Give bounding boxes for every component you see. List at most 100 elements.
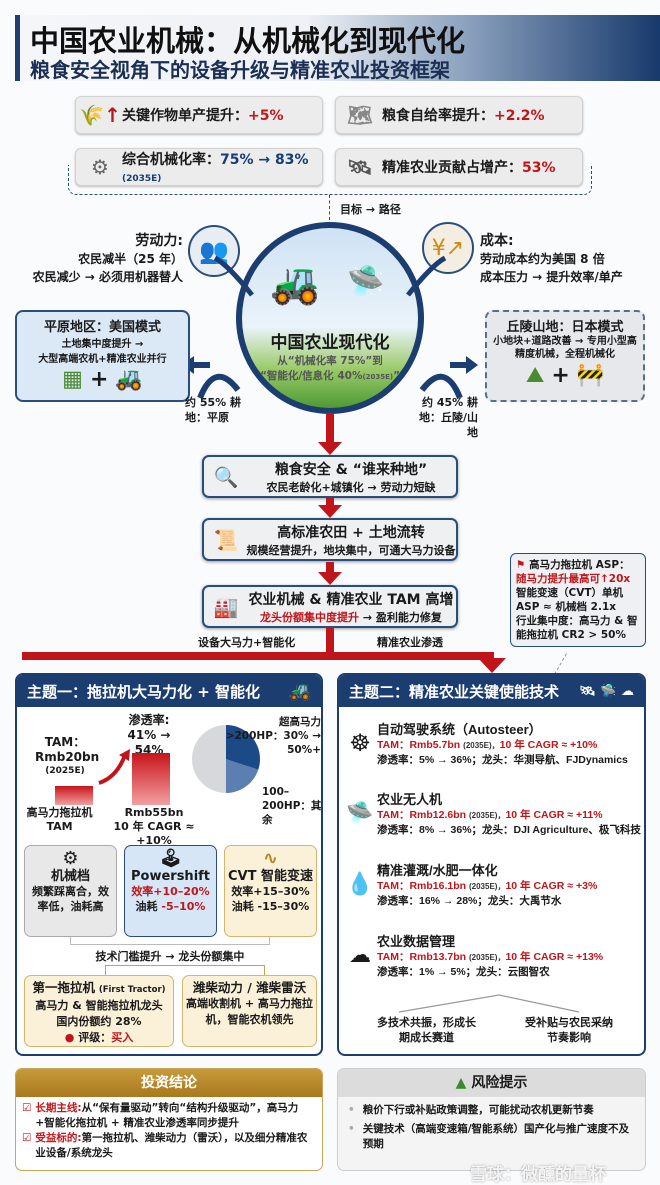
tech-card-cvt: ∿ CVT 智能变速 效率+15–30% 油耗 -15–30% [224,845,317,937]
check-icon: ☑ [22,1132,32,1144]
asp-note-box: ⚑ 高马力拖拉机 ASP：随马力提升最高可↑20x 智能变速（CVT）单机 AS… [510,553,646,647]
company-card-first-tractor: 第一拖拉机 (First Tractor) 高马力 & 智能拖拉机龙头 国内份额… [24,975,174,1047]
item-title: 农业数据管理 [377,933,456,949]
company-title: 第一拖拉机 [32,980,95,995]
china-map-icon: 🗺 [347,103,373,127]
kpi-label: 粮食自给率提升： [382,108,494,124]
invest-text1: 从“保有量驱动”转向“结构升级驱动”，高马力+智能化拖拉机 + 精准农业渗透率同… [35,1102,299,1129]
company-line1: 高端收割机 + 高马力拖拉机，智能农机领先 [186,997,313,1026]
tech-desc2: 油耗 -15–30% [231,900,310,913]
arrow-down-icon [318,572,342,585]
tech-desc: 效率+10–20% [131,885,210,898]
labor-block: 劳动力: 农民减半（25 年） 农民减少 → 必须用机器替人 [25,232,183,286]
kpi-self-sufficiency: 🗺 粮食自给率提升：+2.2% [335,96,583,134]
flow-tam: 🏭 农业机械 & 精准农业 TAM 高增龙头份额集中度提升 → 盈利能力修复 [202,585,458,628]
tam-label: TAM：Rmb20bn(2025E) [35,735,99,777]
header-banner: 中国农业机械：从机械化到现代化 粮食安全视角下的设备升级与精准农业投资框架 [15,15,660,82]
flow-title: 农业机械 & 精准农业 TAM 高增 [248,591,454,608]
item-cagr: 10 年 CAGR ≈ +11% [505,808,603,821]
theme2-note-synergy: 多技术共振，形成长期成长赛道 [377,1016,476,1044]
invest-key1: 长期主线: [35,1102,82,1114]
flow-desc: 农民老龄化+城镇化 → 劳动力短缺 [266,480,436,494]
flow-title: 高标准农田 + 土地流转 [277,524,425,541]
rating-value: 买入 [111,1031,134,1044]
tech-item-irrigation: 💧 精准灌溉/水肥一体化 TAM：Rmb16.1bn (2035E)，10 年 … [344,853,641,915]
notes-connector [398,994,580,1013]
tech-title: CVT 智能变速 [228,869,313,884]
plains-line2: 大型高端农机+精准农业并行 [38,354,167,365]
item-title: 精准灌溉/水肥一体化 [377,862,498,878]
company-en: (First Tractor) [98,985,166,995]
threshold-label: 技术门槛提升 → 龙头份额集中 [95,950,245,963]
tech-title: Powershift [131,869,211,884]
page-title: 中国农业机械：从机械化到现代化 [30,24,466,58]
sine-wave-icon: ∿ [262,848,279,869]
branch-left-label: 设备大马力+智能化 [198,636,296,649]
bar2-value: Rmb55bn [124,806,184,819]
bar-2035e [132,753,170,805]
kpi-bracket [68,165,592,195]
item-tam: TAM：Rmb13.7bn [377,950,467,963]
branch-stem [326,627,334,657]
watermark: 雪球：微醺的量杯 [470,1165,606,1185]
kpi-label: 精准农业贡献占增产： [382,160,522,176]
tech-title: 机械档 [50,869,90,884]
pie-label-high: 超高马力>200HP：30% → 50%+ [225,716,321,756]
kpi-yield: 🌾↑ 关键作物单产提升：+5% [75,96,323,134]
pen-key: 渗透率: [128,713,170,727]
kpi-precision: 🛰 精准农业贡献占增产：53% [335,148,583,186]
cost-line1: 劳动成本约为美国 8 倍 [480,252,605,266]
item-year: (2035E)， [468,881,506,891]
center-quote: ” [393,370,401,382]
steering-wheel-icon: ☸ [349,729,371,757]
note-connector [554,653,567,675]
cost-line2: 成本压力 → 提升效率/单产 [480,270,623,284]
goal-path-label: 目标 → 路径 [340,203,401,216]
center-line1: 从“机械化率 75%”到 [277,355,383,367]
invest-key2: 受益标的: [35,1132,82,1144]
cost-title: 成本: [480,233,514,249]
bar-2025e [55,786,93,805]
kpi-value: 53% [522,160,556,176]
plains-share: 约 55% 耕地：平原 [185,396,241,424]
tech-card-manual: ⚙ 机械档 频繁踩离合，效率低，油耗高 [24,845,117,937]
item-cagr: 10 年 CAGR ≈ +3% [505,879,598,892]
branch-bar [22,652,494,660]
growth-arrow-icon [98,749,130,785]
hills-line1: 小地块+道路改善 → 专用小型高精度机械，全程机械化 [493,336,637,360]
cost-block: 成本: 劳动成本约为美国 8 倍 成本压力 → 提升效率/单产 [480,232,655,286]
labor-line1: 农民减半（25 年） [78,252,183,266]
large-tractor-icon: 🚜 [115,367,143,392]
risk-title: 风险提示 [471,1075,528,1091]
pie-label-mid: 100–200HP：其余 [262,786,322,826]
theme1-title: 主题一：拖拉机大马力化 + 智能化 [27,682,261,701]
tam-key: TAM： [44,735,86,749]
flow-arrow [326,498,334,510]
arrow-down-icon [318,442,342,455]
note-line1: 高马力拖拉机 ASP： [529,559,630,571]
check-icon: ☑ [22,1102,32,1114]
invest-text2: 第一拖拉机、潍柴动力（雷沃），以及细分精准农业设备/系统龙头 [35,1132,308,1159]
flow-desc-highlight: 龙头份额集中度提升 [260,610,360,624]
item-year: (2035E)， [468,810,506,820]
item-title: 农业无人机 [377,791,443,807]
bullet-icon: • [348,1123,355,1135]
tech-desc: 效率+15–30% [231,885,310,898]
flow-arrow [326,413,334,447]
arrow-down-icon [478,658,506,673]
kpi-suffix: (2035E) [122,174,162,184]
tractor-icon: 🚜 [270,261,320,307]
gear-lever-icon: 🕹 [159,848,182,869]
wheat-arrow-up-icon: 🌾↑ [79,103,121,127]
theme1-panel: 主题一：拖拉机大马力化 + 智能化🚜 TAM：Rmb20bn(2025E) 渗透… [15,673,323,1056]
tech-card-powershift: 🕹 Powershift 效率+10–20% 油耗 -5–10% [124,845,217,937]
drone-crops-icon: 🛸 [347,264,385,299]
tech-connector [70,937,270,945]
page-subtitle: 粮食安全视角下的设备升级与精准农业投资框架 [30,58,450,82]
risk-item2: 关键技术（高端变速箱/智能系统）国产化与推广速度不及预期 [362,1123,630,1150]
item-tam: TAM：Rmb12.6bn [377,808,467,821]
rating-dot-icon: ● [64,1031,75,1044]
drone-spray-icon: 🛸 [346,800,374,825]
tech-item-autosteer: ☸ 自动驾驶系统（Autosteer） TAM：Rmb5.7bn (2035E)… [344,712,641,774]
risk-warning: ▲ 风险提示 •粮价下行或补贴政策调整，可能扰动农机更新节奏 •关键技术（高端变… [337,1068,646,1171]
